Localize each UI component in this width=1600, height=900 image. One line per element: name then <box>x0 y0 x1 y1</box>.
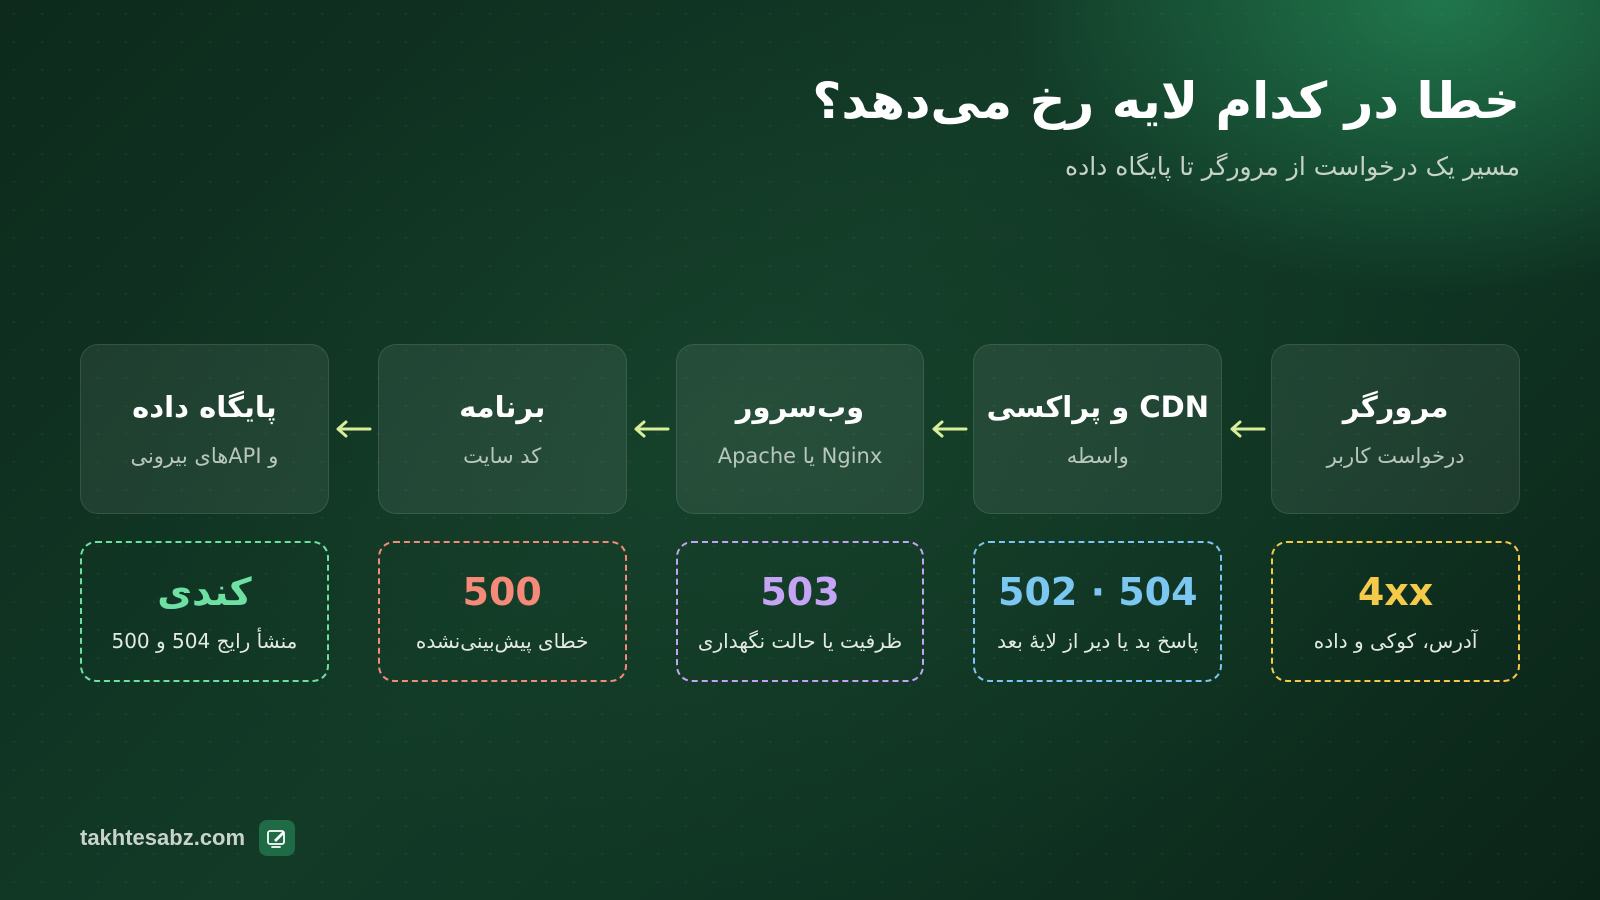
layer-desc: درخواست کاربر <box>1326 444 1465 468</box>
error-note: ظرفیت یا حالت نگهداری <box>697 628 903 653</box>
error-note: خطای پیش‌بینی‌نشده <box>415 628 589 653</box>
error-note: منشأ رایج 504 و 500 <box>111 628 298 653</box>
error-row: 4xx آدرس، کوکی و داده 502 · 504 پاسخ بد … <box>79 541 1520 682</box>
error-card-502-504: 502 · 504 پاسخ بد یا دیر از لایهٔ بعد <box>973 541 1223 682</box>
error-note: آدرس، کوکی و داده <box>1313 628 1478 653</box>
error-card-500: 500 خطای پیش‌بینی‌نشده <box>377 541 627 682</box>
layer-flow: مرورگر درخواست کاربر CDN و پراکسی واسطه … <box>79 344 1520 514</box>
error-card-slowness: کندی منشأ رایج 504 و 500 <box>79 541 329 682</box>
error-card-503: 503 ظرفیت یا حالت نگهداری <box>675 541 925 682</box>
left-arrow-icon <box>627 344 676 514</box>
footer: takhtesabz.com <box>80 820 296 856</box>
layer-card-database: پایگاه داده و APIهای بیرونی <box>79 344 329 514</box>
layer-name: وب‌سرور <box>735 390 865 424</box>
error-note: پاسخ بد یا دیر از لایهٔ بعد <box>997 628 1199 653</box>
layer-desc: Apache یا Nginx <box>717 444 883 468</box>
header: خطا در کدام لایه رخ می‌دهد؟ مسیر یک درخو… <box>812 70 1520 184</box>
error-code: 502 · 504 <box>998 569 1198 614</box>
layer-name: برنامه <box>459 390 546 424</box>
layer-desc: و APIهای بیرونی <box>130 444 279 468</box>
layer-name: مرورگر <box>1342 390 1449 424</box>
layer-desc: کد سایت <box>463 444 542 468</box>
layer-card-application: برنامه کد سایت <box>377 344 627 514</box>
layer-name: پایگاه داده <box>132 390 277 424</box>
left-arrow-icon <box>329 344 378 514</box>
error-code: 500 <box>462 569 542 614</box>
layer-card-webserver: وب‌سرور Apache یا Nginx <box>675 344 925 514</box>
error-card-4xx: 4xx آدرس، کوکی و داده <box>1271 541 1520 682</box>
site-url[interactable]: takhtesabz.com <box>80 825 246 850</box>
layer-card-cdn-proxy: CDN و پراکسی واسطه <box>973 344 1223 514</box>
error-code: 503 <box>760 569 840 614</box>
left-arrow-icon <box>924 344 973 514</box>
layer-desc: واسطه <box>1066 444 1129 468</box>
error-code: 4xx <box>1357 569 1434 614</box>
layer-name: CDN و پراکسی <box>986 390 1210 424</box>
left-arrow-icon <box>1222 344 1271 514</box>
page-title: خطا در کدام لایه رخ می‌دهد؟ <box>812 72 1520 130</box>
page-subtitle: مسیر یک درخواست از مرورگر تا پایگاه داده <box>1065 152 1520 181</box>
edit-screen-icon <box>259 820 296 856</box>
error-code: کندی <box>157 569 252 614</box>
layer-card-browser: مرورگر درخواست کاربر <box>1271 344 1520 514</box>
